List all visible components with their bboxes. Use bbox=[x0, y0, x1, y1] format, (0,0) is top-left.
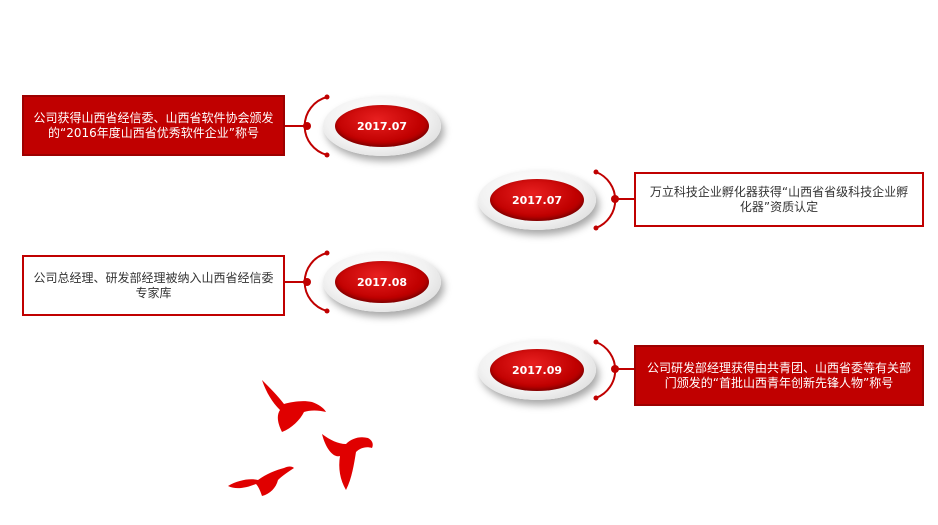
event-2-date: 2017.07 bbox=[490, 179, 584, 221]
event-3-description: 公司总经理、研发部经理被纳入山西省经信委专家库 bbox=[22, 255, 285, 316]
event-2-date-node: 2017.07 bbox=[478, 170, 596, 230]
event-3-date: 2017.08 bbox=[335, 261, 429, 303]
event-3-date-node: 2017.08 bbox=[323, 252, 441, 312]
event-1-description: 公司获得山西省经信委、山西省软件协会颁发的“2016年度山西省优秀软件企业”称号 bbox=[22, 95, 285, 156]
event-2-description: 万立科技企业孵化器获得“山西省省级科技企业孵化器”资质认定 bbox=[634, 172, 924, 227]
event-1-date: 2017.07 bbox=[335, 105, 429, 147]
event-4-date-node: 2017.09 bbox=[478, 340, 596, 400]
event-1-date-node: 2017.07 bbox=[323, 96, 441, 156]
event-4-description: 公司研发部经理获得由共青团、山西省委等有关部门颁发的“首批山西青年创新先锋人物”… bbox=[634, 345, 924, 406]
event-4-date: 2017.09 bbox=[490, 349, 584, 391]
